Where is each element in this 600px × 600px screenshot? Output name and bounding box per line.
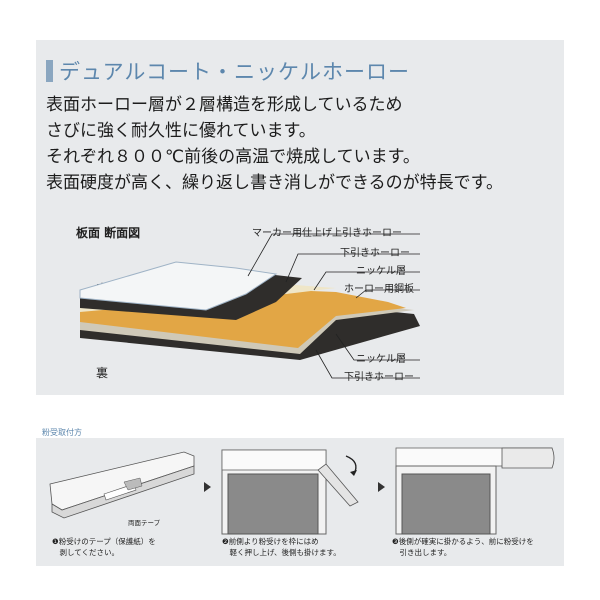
- step-caption-line: ❶粉受けのテープ（保護紙）を: [52, 537, 156, 546]
- diagram-title: 板面 断面図: [76, 226, 141, 240]
- leader-line: [335, 333, 420, 361]
- step-1-caption: ❶粉受けのテープ（保護紙）を 剥してください。: [52, 536, 156, 558]
- description-line: さびに強く耐久性に優れています。: [46, 121, 316, 141]
- description-line: 表面硬度が高く、繰り返し書き消しができるのが特長です。: [46, 173, 503, 193]
- step3-illustration: [395, 447, 555, 535]
- description-line: 表面ホーロー層が２層構造を形成しているため: [46, 95, 403, 115]
- leader-line: [285, 253, 420, 283]
- step-caption-line: 引き出します。: [392, 548, 452, 557]
- step-2-caption: ❷前側より粉受けを枠にはめ 軽く押し上げ、後側も掛けます。: [222, 536, 341, 558]
- back-label: 裏: [96, 366, 109, 380]
- step-caption-line: 軽く押し上げ、後側も掛けます。: [222, 548, 341, 557]
- heading-accent-bar: [46, 60, 53, 82]
- cross-section-diagram: [79, 233, 420, 379]
- next-arrow-icon: [204, 482, 211, 492]
- leader-line: [247, 233, 420, 277]
- leader-line: [313, 271, 420, 291]
- layer-label: ニッケル層: [356, 354, 406, 365]
- next-arrow-icon: [378, 482, 385, 492]
- install-section-label: 粉受取付方: [42, 428, 82, 437]
- tape-label: 両面テープ: [128, 519, 161, 527]
- section-heading: デュアルコート・ニッケルホーロー: [46, 57, 410, 85]
- step-3-caption: ❸後側が確実に掛かるよう、前に粉受けを 引き出します。: [392, 536, 534, 558]
- leader-line: [355, 289, 420, 299]
- layer-finish-enamel: [79, 261, 278, 311]
- step2-illustration: [221, 449, 359, 535]
- step1-illustration: [49, 451, 195, 519]
- description: 表面ホーロー層が２層構造を形成しているため さびに強く耐久性に優れています。 そ…: [46, 92, 561, 196]
- description-line: それぞれ８００℃前後の高温で焼成しています。: [46, 147, 420, 167]
- step-caption-line: ❷前側より粉受けを枠にはめ: [222, 537, 319, 546]
- step-caption-line: ❸後側が確実に掛かるよう、前に粉受けを: [392, 537, 534, 546]
- leader-line: [315, 349, 420, 379]
- layer-label: ホーロー用鋼板: [344, 284, 414, 295]
- layer-label: 下引きホーロー: [344, 372, 414, 383]
- heading-text: デュアルコート・ニッケルホーロー: [59, 60, 410, 84]
- layer-label: 下引きホーロー: [340, 248, 410, 259]
- layer-label: ニッケル層: [356, 266, 406, 277]
- step-caption-line: 剥してください。: [52, 548, 120, 557]
- layer-label: マーカー用仕上げ上引きホーロー: [252, 228, 402, 239]
